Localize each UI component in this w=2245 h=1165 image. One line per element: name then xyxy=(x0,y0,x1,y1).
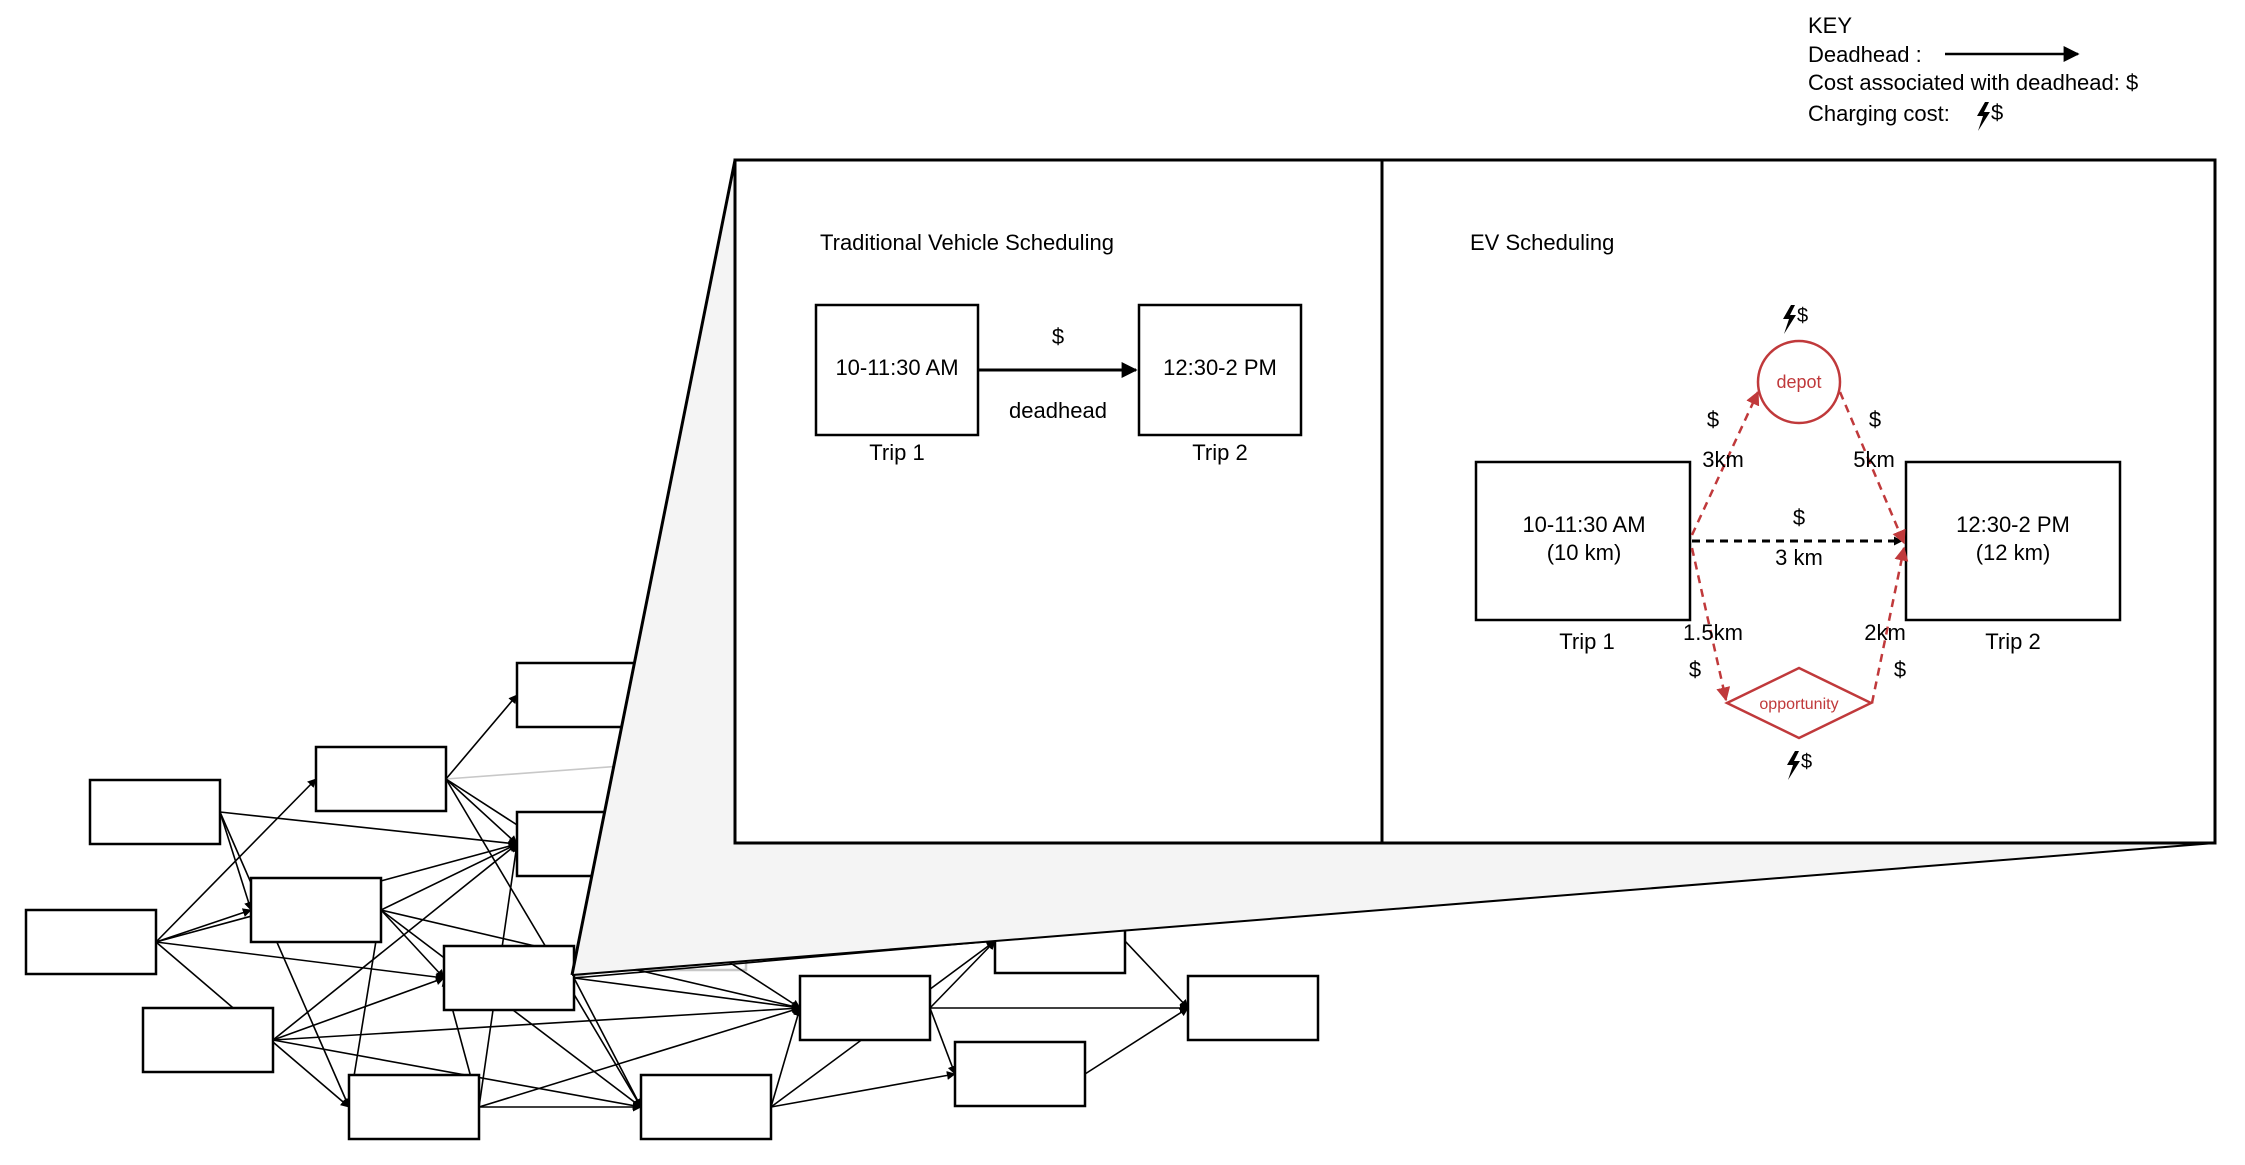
ev-from-opp-dist: 2km xyxy=(1864,620,1906,645)
deadhead-edge xyxy=(770,1007,803,1108)
deadhead-edge xyxy=(770,1071,956,1108)
depot-charge: $ xyxy=(1783,305,1808,334)
zoom-wedge xyxy=(572,160,2215,975)
deadhead-edge xyxy=(478,1006,801,1108)
trip-node xyxy=(24,908,158,976)
ev-from-depot-cost: $ xyxy=(1869,407,1881,432)
trip-node xyxy=(798,974,932,1042)
depot-label: depot xyxy=(1776,372,1821,392)
deadhead-edge xyxy=(380,843,518,911)
ev-to-depot-arrow xyxy=(1690,390,1760,536)
trip-node xyxy=(314,745,448,813)
trip-node xyxy=(442,944,576,1012)
ev-trip1-time: 10-11:30 AM xyxy=(1522,512,1645,537)
key-charging-label: Charging cost: xyxy=(1808,101,1950,126)
trad-trip1-time: 10-11:30 AM xyxy=(835,355,958,380)
trip-node xyxy=(953,1040,1087,1108)
trip-node xyxy=(88,778,222,846)
lightning-icon xyxy=(1783,305,1796,334)
ev-trip2-label: Trip 2 xyxy=(1985,629,2040,654)
trad-deadhead-label: deadhead xyxy=(1009,398,1107,423)
opportunity-charge-cost: $ xyxy=(1801,751,1812,773)
zoom-line-bottom xyxy=(571,842,2216,976)
deadhead-edge xyxy=(573,977,801,1012)
deadhead-edge xyxy=(445,694,518,780)
trip-node xyxy=(639,1073,773,1141)
ev-trip1-box xyxy=(1474,460,1692,622)
trip-node xyxy=(347,1073,481,1141)
opportunity-label: opportunity xyxy=(1759,696,1838,713)
deadhead-edge xyxy=(445,778,518,845)
ev-from-depot-dist: 5km xyxy=(1853,447,1895,472)
deadhead-edge xyxy=(272,843,518,1041)
deadhead-edge xyxy=(155,908,252,943)
ev-title: EV Scheduling xyxy=(1470,230,1614,255)
deadhead-edge xyxy=(155,941,445,982)
ev-to-opp-arrow xyxy=(1690,547,1731,702)
ev-direct-dist: 3 km xyxy=(1775,545,1823,570)
ev-section: EV Scheduling 10-11:30 AM (10 km) Trip 1… xyxy=(1470,230,2122,780)
ev-trip1-dist: (10 km) xyxy=(1547,540,1622,565)
key-title: KEY xyxy=(1808,13,1852,38)
lightning-icon xyxy=(1787,751,1800,780)
ev-trip2-time: 12:30-2 PM xyxy=(1956,512,2070,537)
traditional-section: Traditional Vehicle Scheduling 10-11:30 … xyxy=(814,230,1303,465)
deadhead-edge xyxy=(155,778,317,943)
key-charging-symbol: $ xyxy=(1991,100,2003,125)
ev-from-opp-cost: $ xyxy=(1894,657,1906,682)
deadhead-edge xyxy=(219,811,518,848)
ev-to-depot-cost: $ xyxy=(1707,407,1719,432)
key-legend: KEY Deadhead : Cost associated with dead… xyxy=(1808,13,2138,131)
trip-node xyxy=(249,876,383,944)
trad-trip1-label: Trip 1 xyxy=(869,440,924,465)
trad-cost: $ xyxy=(1052,324,1064,349)
deadhead-edge xyxy=(380,909,445,979)
deadhead-edge xyxy=(445,778,642,1108)
deadhead-edge xyxy=(929,940,996,1009)
deadhead-edge xyxy=(1124,940,1189,1009)
deadhead-edge xyxy=(272,976,445,1041)
trip-node xyxy=(141,1006,275,1074)
depot-node xyxy=(1756,339,1842,425)
trad-trip2-time: 12:30-2 PM xyxy=(1163,355,1277,380)
traditional-title: Traditional Vehicle Scheduling xyxy=(820,230,1114,255)
deadhead-edge xyxy=(272,1003,801,1041)
trad-trip1-box xyxy=(814,303,980,437)
trad-trip2-box xyxy=(1137,303,1303,437)
opportunity-charge: $ xyxy=(1787,751,1812,780)
ev-to-opp-dist: 1.5km xyxy=(1683,620,1743,645)
trad-trip2-label: Trip 2 xyxy=(1192,440,1247,465)
deadhead-edge xyxy=(573,977,642,1108)
deadhead-edge xyxy=(272,1039,642,1110)
opportunity-node xyxy=(1724,666,1874,740)
ev-to-depot-dist: 3km xyxy=(1702,447,1744,472)
ev-direct-cost: $ xyxy=(1793,505,1805,530)
key-cost-label: Cost associated with deadhead: $ xyxy=(1808,70,2138,95)
ev-from-opp-arrow xyxy=(1870,546,1909,704)
deadhead-edge xyxy=(219,811,350,1108)
key-deadhead-label: Deadhead : xyxy=(1808,42,1922,67)
ev-trip2-dist: (12 km) xyxy=(1976,540,2051,565)
trip-node xyxy=(1186,974,1320,1042)
ev-to-opp-cost: $ xyxy=(1689,657,1701,682)
lightning-icon xyxy=(1977,102,1990,131)
zoom-line-top xyxy=(570,159,737,976)
deadhead-edge xyxy=(1084,1007,1189,1075)
depot-charge-cost: $ xyxy=(1797,305,1808,327)
deadhead-edge xyxy=(929,1007,957,1075)
ev-trip2-box xyxy=(1904,460,2122,622)
ev-trip1-label: Trip 1 xyxy=(1559,629,1614,654)
